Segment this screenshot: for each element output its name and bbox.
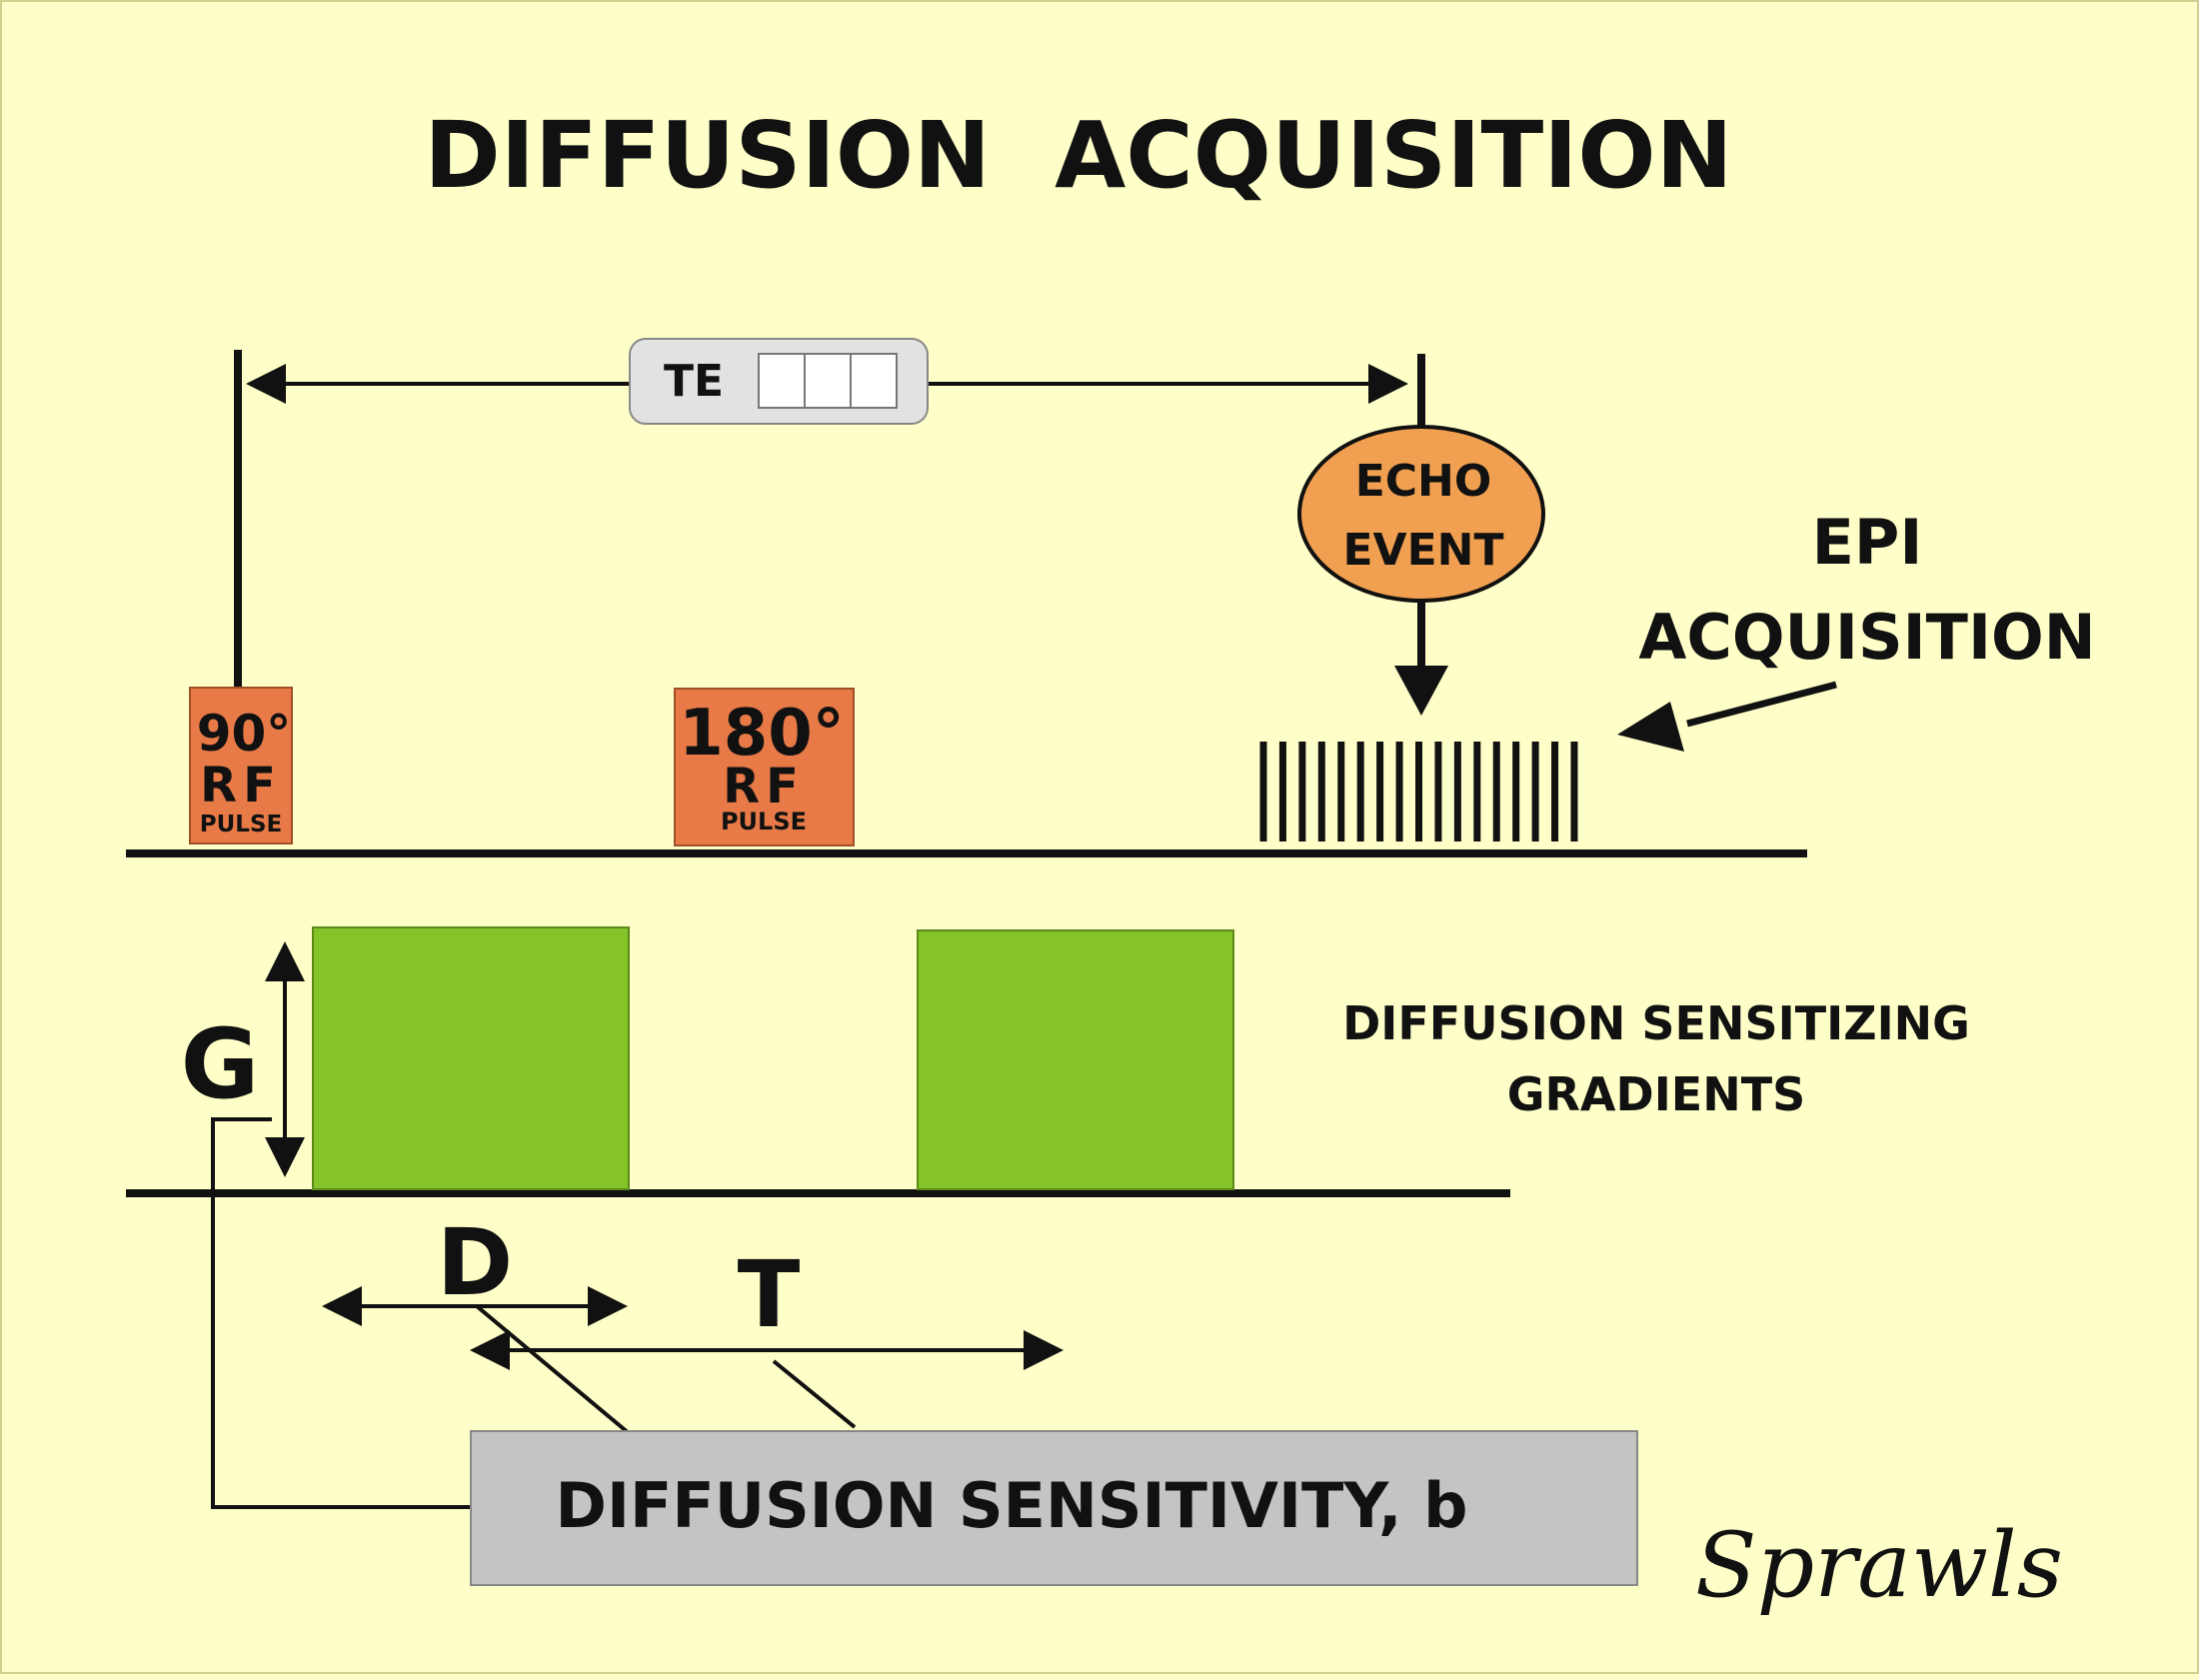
epi-label-line2: ACQUISITION [1638, 601, 2095, 674]
echo-event: ECHO EVENT [1297, 425, 1545, 716]
epi-arrow-shaft [1686, 681, 1837, 728]
rf-180-angle: 180° [679, 697, 845, 771]
gradients-label-line1: DIFFUSION SENSITIZING [1342, 996, 1970, 1050]
rf-90-angle: 90° [197, 705, 292, 763]
diffusion-gradient-1 [312, 926, 630, 1190]
rf-180-pulse-label: PULSE [721, 808, 807, 836]
g-connector-line [211, 1117, 470, 1509]
rf-180-pulse-box [674, 688, 855, 846]
te-value-slot-2[interactable] [804, 353, 852, 409]
te-value-slot-3[interactable] [850, 353, 898, 409]
d-label: D [437, 1209, 513, 1316]
rf-180-pulse: 180° RF PULSE [674, 688, 855, 846]
gradients-label-line2: GRADIENTS [1507, 1067, 1806, 1121]
epi-label-line1: EPI [1812, 506, 1923, 579]
epi-acquisition-label: EPI ACQUISITION [1617, 506, 2096, 752]
rf-90-rf: RF [200, 758, 282, 814]
diffusion-sensitivity-label: DIFFUSION SENSITIVITY, b [556, 1469, 1468, 1542]
te-timing: TE [234, 338, 1425, 690]
te-value-slot-1[interactable] [758, 353, 806, 409]
rf-90-pulse-box [189, 687, 293, 844]
epi-arrow-head [1617, 702, 1684, 752]
echo-down-arrow-head [1394, 666, 1448, 716]
rf-180-rf: RF [723, 759, 805, 815]
g-label: G [181, 1008, 260, 1120]
d-connector-line [475, 1304, 631, 1435]
t-connector-line [772, 1359, 857, 1429]
epi-readout-train [1259, 742, 1578, 841]
echo-event-line1: ECHO [1355, 456, 1492, 507]
diffusion-gradient-2 [917, 929, 1234, 1190]
signature: Sprawls [1695, 1513, 2063, 1618]
diffusion-sensitivity-box [470, 1430, 1638, 1586]
diagram-title: DIFFUSION ACQUISITION [424, 102, 1732, 209]
signature-text: Sprawls [1695, 1513, 2063, 1618]
echo-event-line2: EVENT [1342, 525, 1503, 576]
te-label: TE [664, 356, 724, 407]
rf-90-pulse-label: PULSE [200, 812, 282, 838]
t-label: T [738, 1241, 801, 1348]
rf-90-pulse: 90° RF PULSE [189, 687, 293, 844]
